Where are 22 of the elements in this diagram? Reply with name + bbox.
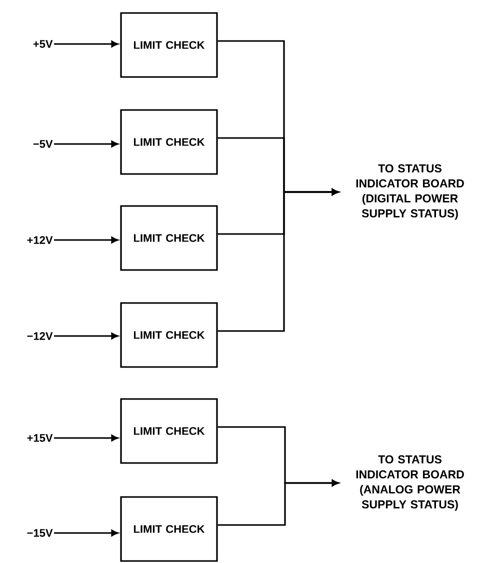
voltage-label: +12V xyxy=(27,236,53,244)
limit-check-box: LIMIT CHECK xyxy=(120,496,218,562)
voltage-label: +15V xyxy=(27,434,53,442)
arrow xyxy=(54,236,118,244)
limit-check-box: LIMIT CHECK xyxy=(120,302,218,368)
limit-check-box: LIMIT CHECK xyxy=(120,109,218,175)
limit-check-box: LIMIT CHECK xyxy=(120,12,218,78)
limit-check-box: LIMIT CHECK xyxy=(120,398,218,464)
arrow xyxy=(218,480,339,526)
voltage-label: −5V xyxy=(33,140,53,148)
arrow xyxy=(54,40,118,48)
destination-label: TO STATUS INDICATOR BOARD (ANALOG POWER SUPPLY STATUS) xyxy=(356,455,464,511)
voltage-label: +5V xyxy=(33,40,53,48)
arrow xyxy=(218,188,339,332)
arrow xyxy=(54,140,118,148)
arrow xyxy=(54,332,118,340)
voltage-label: −15V xyxy=(27,529,53,537)
voltage-label: −12V xyxy=(27,332,53,340)
destination-label: TO STATUS INDICATOR BOARD (DIGITAL POWER SUPPLY STATUS) xyxy=(356,164,464,220)
arrow xyxy=(54,434,118,442)
arrow xyxy=(54,530,118,536)
limit-check-box: LIMIT CHECK xyxy=(120,205,218,271)
